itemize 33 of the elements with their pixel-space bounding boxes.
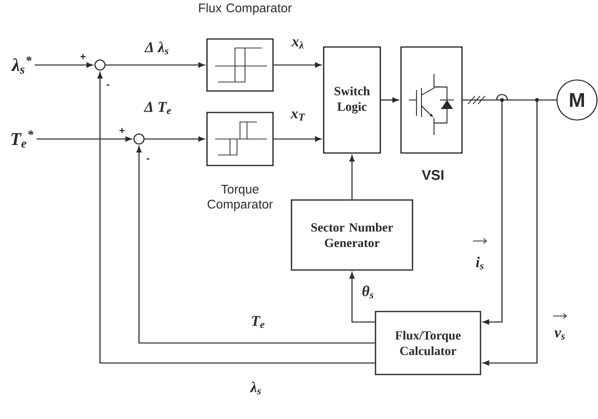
input-label: λ$_{s}$* (11, 56, 32, 74)
arrow (34, 62, 93, 68)
arrow (144, 136, 205, 142)
arrow (36, 136, 132, 142)
arrow (349, 155, 355, 200)
logic-box: Switch Logic (323, 46, 381, 154)
box-title: Torque Comparator (208, 184, 273, 212)
arrow (462, 99, 538, 366)
sign-label: - (106, 84, 110, 86)
arrow (380, 97, 399, 103)
arrow (274, 62, 322, 68)
signal-label: i$_{s}$ (476, 256, 484, 270)
signal-label: λ$_{s}$ (250, 382, 261, 394)
signal-label: θ$_{s}$ (362, 286, 374, 298)
arrow (274, 136, 322, 142)
signal-label: x$_{T}$ (290, 111, 306, 121)
sign-label: + (120, 128, 125, 134)
sign-label: + (80, 54, 86, 60)
box-title: Flux Comparator (199, 3, 292, 15)
calculator-box: Flux/Torque Calculator (374, 310, 482, 376)
signal-label: T$_{e}$ (252, 316, 264, 328)
sign-label: - (146, 158, 150, 160)
arrow (136, 146, 375, 344)
signal-label: Δ λ$_{s}$ (144, 42, 168, 54)
arrow (106, 62, 205, 68)
box-title: VSI (422, 170, 444, 180)
arrow (97, 72, 375, 364)
arrow (349, 272, 375, 323)
signal-label: v$_{s}$ (554, 330, 565, 340)
input-label: T$_{e}$* (11, 130, 34, 148)
signal-label: x$_{λ}$ (291, 39, 304, 49)
generator-box: Sector Number Generator (290, 199, 414, 271)
signal-label: Δ T$_{e}$ (144, 102, 171, 114)
